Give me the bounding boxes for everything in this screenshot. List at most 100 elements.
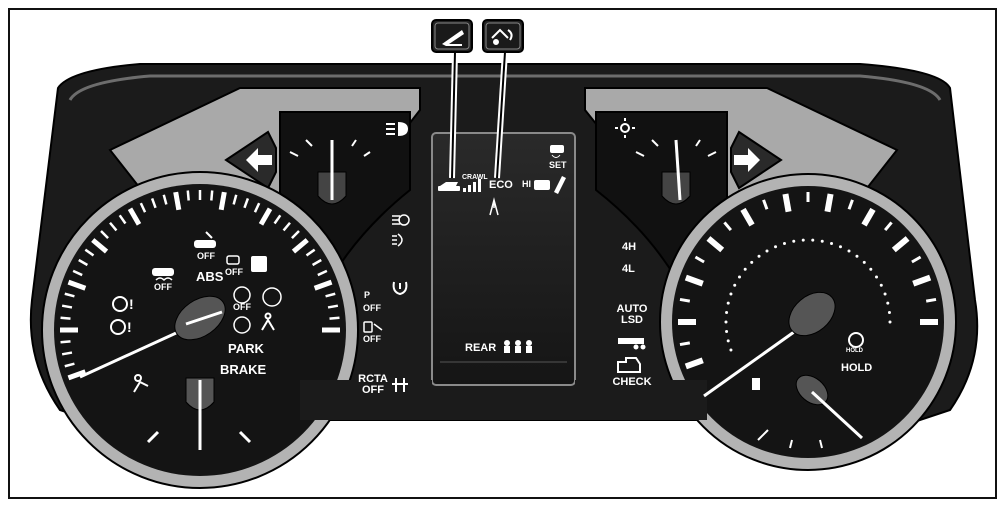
dial-tick — [329, 316, 340, 320]
crawl-car-icon — [438, 182, 460, 191]
drive-start-control-icon — [491, 28, 513, 45]
dial-tick — [253, 202, 261, 213]
dial-tick — [883, 221, 893, 232]
dial-dot — [726, 301, 730, 305]
lsd-label: LSD — [621, 314, 643, 326]
dial-tick — [311, 258, 322, 267]
dial-dot — [830, 241, 834, 245]
check-engine-icon — [617, 357, 641, 373]
dial-dot — [750, 260, 754, 264]
dial-tick — [679, 341, 691, 347]
abs-indicator: ABS — [196, 269, 224, 284]
dial-tick — [684, 274, 704, 287]
rcta-off-label: OFF — [362, 384, 384, 396]
dial-tick — [173, 191, 182, 211]
hi-indicator: HI — [522, 179, 531, 189]
left-turn-signal-icon — [246, 148, 272, 172]
dial-tick — [723, 221, 733, 232]
dial-dot — [879, 283, 883, 287]
dial-tick — [162, 194, 168, 205]
trailer-icon — [618, 338, 646, 350]
dial-dot — [886, 301, 890, 305]
eco-callout-leader-core — [496, 51, 506, 179]
dial-dot — [726, 339, 730, 343]
dial-tick — [210, 190, 214, 201]
dial-tick — [127, 207, 142, 226]
dial-tick — [694, 255, 705, 264]
dial-dot — [875, 275, 879, 279]
dial-tick — [847, 199, 854, 210]
dial-tick — [282, 221, 291, 232]
pcs-letter: P — [364, 290, 371, 300]
dial-dot — [887, 310, 891, 314]
steering-warning-mark-2: ! — [127, 319, 132, 335]
dial-dot — [724, 320, 728, 324]
dial-tick — [243, 198, 250, 209]
dial-dot — [820, 239, 824, 243]
dial-dot — [774, 245, 778, 249]
temp-gauge-right-needle — [661, 139, 691, 205]
rear-seatbelt-label: REAR — [465, 342, 497, 354]
speedometer-needle — [79, 295, 226, 379]
dial-tick — [912, 274, 932, 287]
dial-tick — [684, 357, 704, 370]
dial-dot — [888, 320, 892, 324]
bsm-icon — [363, 321, 383, 333]
dial-tick — [861, 207, 876, 227]
dial-tick — [740, 207, 755, 227]
dial-tick — [61, 304, 73, 309]
tachometer-inner-dots — [724, 238, 892, 352]
dial-tick — [218, 191, 227, 211]
speedometer-tick-marks — [60, 190, 340, 381]
left-small-gauge-ticks — [289, 139, 371, 157]
dial-tick — [291, 230, 300, 239]
dial-tick — [273, 214, 282, 225]
front-fog-icon — [392, 233, 403, 247]
dial-tick — [911, 255, 922, 264]
dial-tick — [317, 269, 328, 277]
dial-tick — [762, 199, 769, 210]
tachometer-needle — [703, 291, 836, 398]
lane-assist-icon — [489, 197, 499, 216]
stability-off-icon — [152, 268, 174, 282]
dial-dot — [838, 245, 842, 249]
dial-tick — [232, 194, 238, 205]
dial-dot — [862, 260, 866, 264]
dial-tick — [60, 316, 71, 320]
dial-tick — [679, 297, 691, 303]
dial-dot — [792, 239, 796, 243]
dial-tick — [100, 230, 109, 239]
pcs-off-label: OFF — [363, 303, 381, 313]
dial-tick — [706, 236, 725, 253]
left-sub-gauge-needle — [146, 377, 252, 450]
hold-indicator: HOLD — [841, 362, 873, 374]
dial-dot — [743, 267, 747, 271]
tachometer-tick-marks — [678, 192, 938, 370]
dial-tick — [60, 340, 71, 344]
brake-label: BRAKE — [220, 362, 267, 377]
crawl-speed-bars — [463, 179, 481, 192]
steering-warning-icon — [110, 296, 128, 335]
fuel-gauge-left-needle — [317, 140, 347, 205]
dial-dot — [737, 275, 741, 279]
seatbelt-icon — [261, 312, 275, 331]
park-label: PARK — [228, 341, 264, 356]
trac-off-label: OFF — [225, 267, 243, 277]
crawl-label: CRAWL — [462, 174, 488, 181]
dial-tick — [305, 248, 316, 257]
hill-start-icon — [251, 256, 267, 272]
dial-tick — [186, 190, 190, 201]
dial-dot — [801, 238, 805, 242]
dial-dot — [883, 292, 887, 296]
hold-small-label: HOLD — [846, 348, 863, 354]
airbag-icon — [133, 374, 149, 393]
slip-indicator-icon — [550, 145, 564, 158]
dial-tick — [291, 238, 309, 254]
dial-tick — [782, 193, 792, 213]
eco-indicator: ECO — [489, 179, 513, 191]
right-small-gauge-ticks — [635, 139, 717, 157]
sun-icon — [615, 118, 635, 138]
dial-tick — [891, 236, 910, 253]
set-indicator: SET — [549, 160, 567, 170]
